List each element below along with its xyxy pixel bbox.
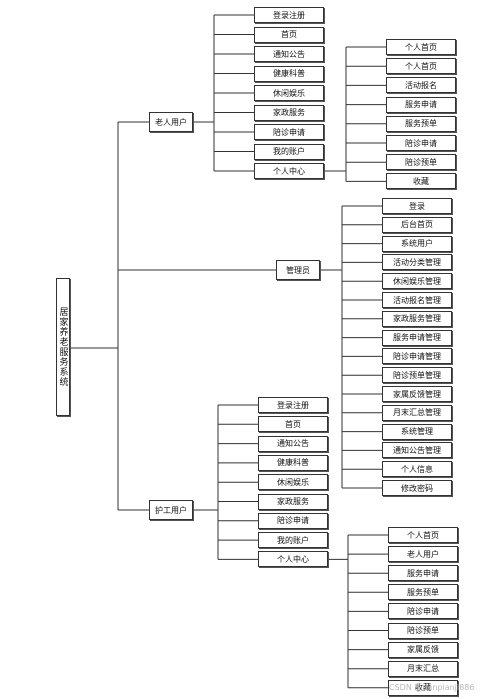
elder-sub-item: 陪诊预单: [386, 154, 456, 171]
admin-item: 家政服务管理: [382, 310, 452, 327]
nurse-sub-item: 家属反馈: [388, 641, 458, 658]
nurse-sub-item: 服务申请: [388, 565, 458, 582]
nurse-sub-item: 陪诊申请: [388, 603, 458, 620]
elder-item: 家政服务: [254, 104, 324, 121]
elder-sub-item: 服务预单: [386, 115, 456, 132]
admin-item: 服务申请管理: [382, 329, 452, 346]
watermark: CSDN @danpianji886: [389, 683, 475, 692]
nurse-sub-item: 老人用户: [388, 546, 458, 563]
branch-elder-user: 老人用户: [149, 112, 193, 132]
admin-item: 后台首页: [382, 216, 452, 233]
elder-sub-item: 个人首页: [386, 39, 456, 55]
branch-nurse-user: 护工用户: [149, 500, 193, 520]
nurse-item: 我的账户: [258, 532, 328, 549]
admin-item: 通知公告管理: [382, 442, 452, 459]
admin-item: 个人信息: [382, 461, 452, 478]
elder-item: 我的账户: [254, 143, 324, 160]
nurse-item: 通知公告: [258, 435, 328, 452]
admin-item: 系统用户: [382, 235, 452, 252]
elder-item: 休闲娱乐: [254, 85, 324, 101]
admin-item: 登录: [382, 198, 452, 214]
elder-sub-item: 个人首页: [386, 58, 456, 75]
nurse-item: 健康科普: [258, 454, 328, 471]
nurse-item: 登录注册: [258, 397, 328, 413]
nurse-item: 休闲娱乐: [258, 474, 328, 491]
elder-sub-item: 陪诊申请: [386, 135, 456, 151]
admin-item: 系统管理: [382, 423, 452, 440]
admin-item: 活动报名管理: [382, 292, 452, 308]
elder-item: 陪诊申请: [254, 124, 324, 140]
nurse-item: 个人中心: [258, 551, 328, 568]
root-node: 居家养老服务系统: [56, 278, 70, 416]
elder-sub-item: 活动报名: [386, 77, 456, 94]
nurse-item: 陪诊申请: [258, 512, 328, 529]
nurse-item: 首页: [258, 416, 328, 433]
admin-item: 修改密码: [382, 480, 452, 496]
nurse-sub-item: 个人首页: [388, 527, 458, 543]
admin-item: 家属反馈管理: [382, 386, 452, 402]
admin-item: 陪诊申请管理: [382, 348, 452, 365]
nurse-sub-item: 陪诊预单: [388, 622, 458, 639]
nurse-sub-item: 收藏: [388, 679, 458, 696]
elder-sub-item: 服务申请: [386, 96, 456, 113]
admin-item: 活动分类管理: [382, 254, 452, 271]
elder-item: 个人中心: [254, 163, 324, 179]
elder-item: 健康科普: [254, 65, 324, 82]
nurse-item: 家政服务: [258, 493, 328, 510]
admin-item: 月末汇总管理: [382, 404, 452, 421]
elder-sub-item: 收藏: [386, 173, 456, 190]
nurse-sub-item: 服务预单: [388, 584, 458, 601]
branch-admin: 管理员: [276, 260, 320, 280]
elder-item: 通知公告: [254, 46, 324, 62]
admin-item: 休闲娱乐管理: [382, 273, 452, 290]
nurse-sub-item: 月末汇总: [388, 660, 458, 677]
elder-item: 首页: [254, 26, 324, 43]
admin-item: 陪诊预单管理: [382, 367, 452, 384]
elder-item: 登录注册: [254, 7, 324, 23]
